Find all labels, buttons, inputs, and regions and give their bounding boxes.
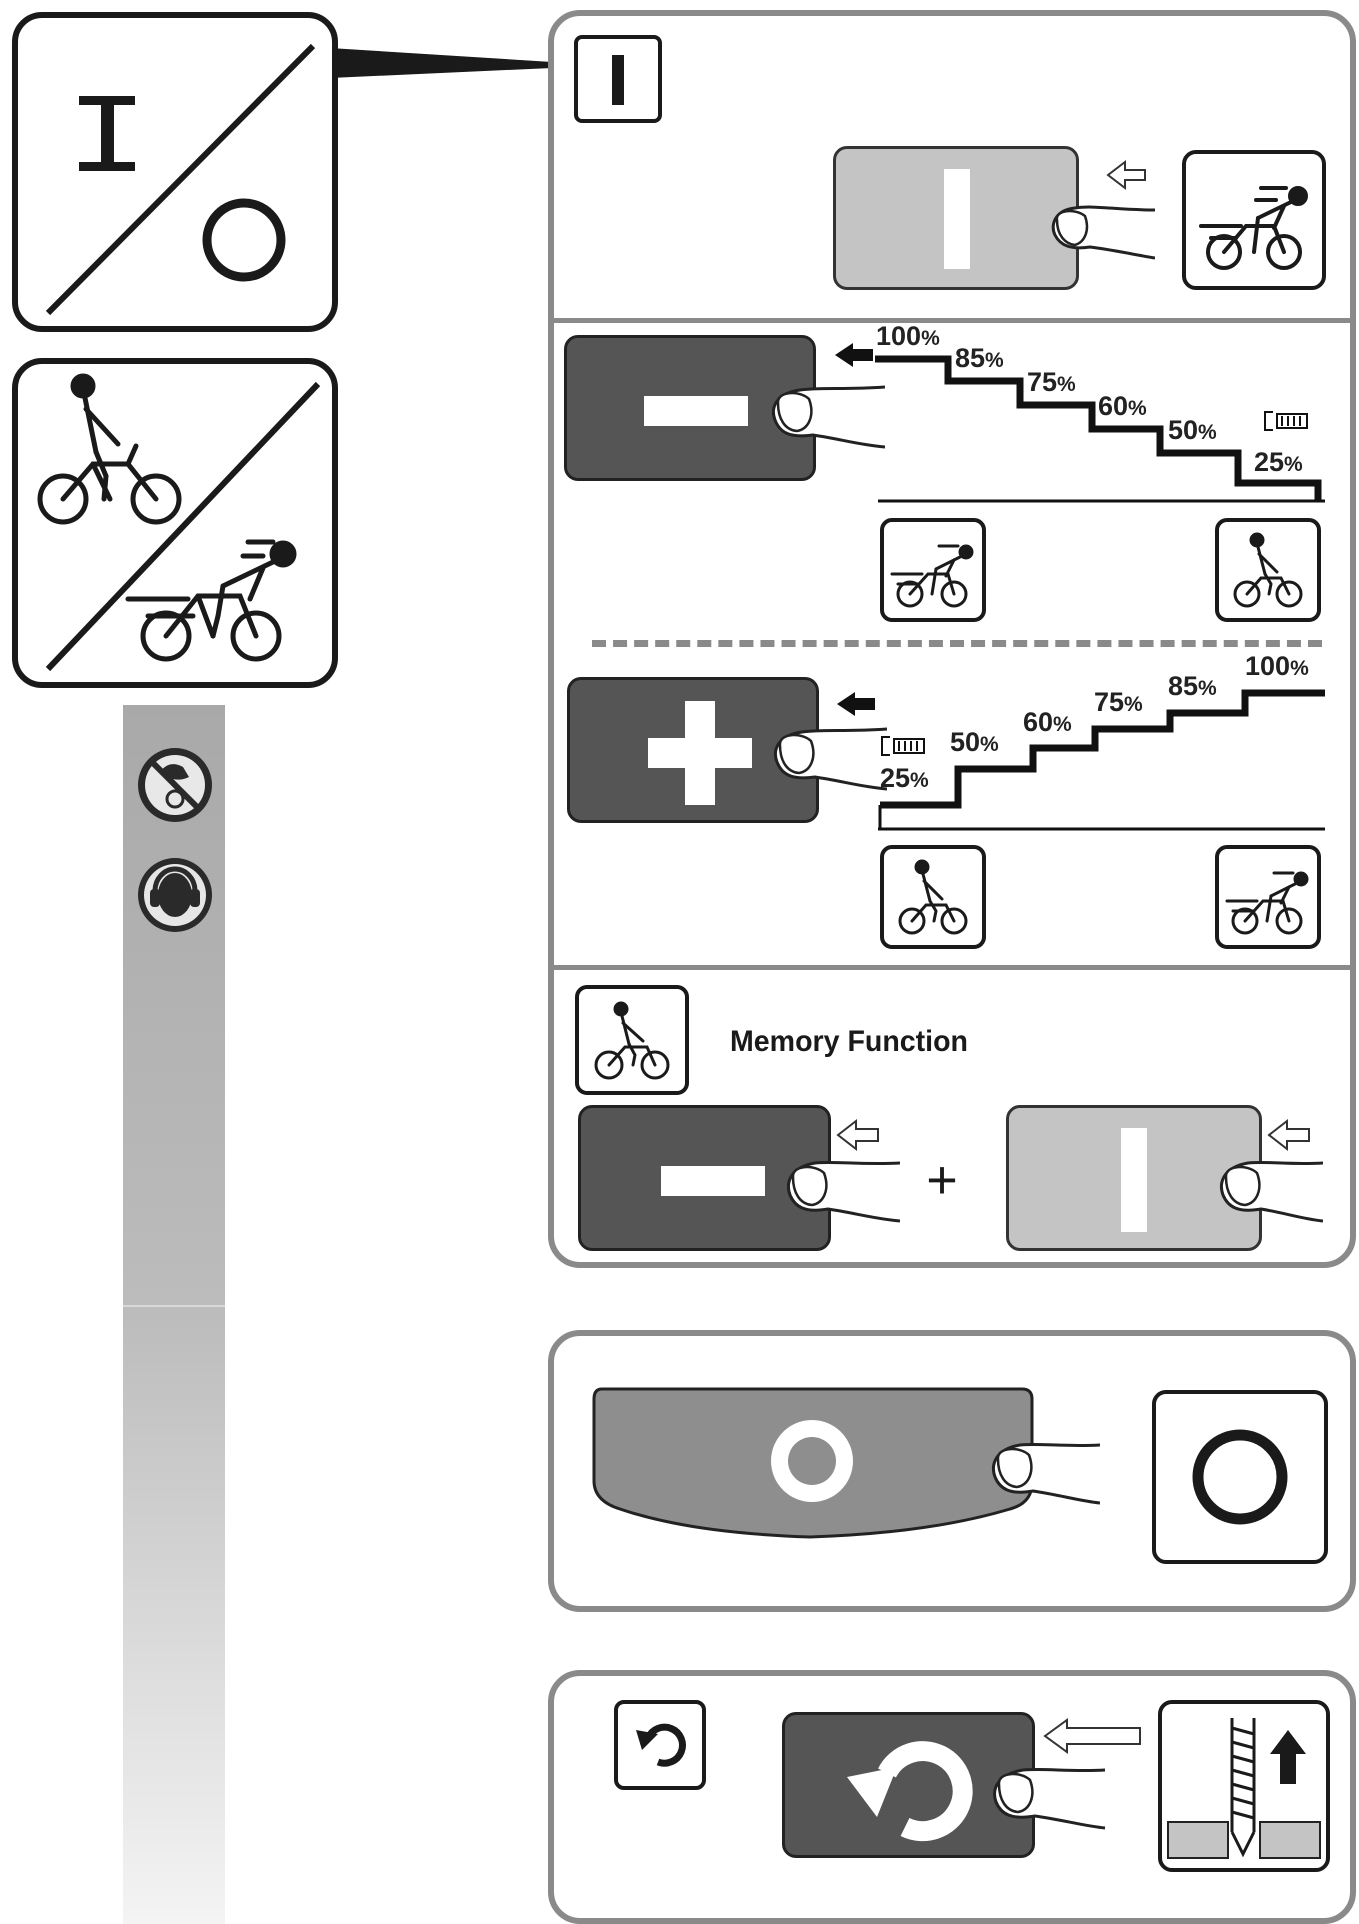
battery-low-icon (881, 736, 925, 756)
finger-press (774, 692, 887, 791)
bike-slow-icon (37, 373, 182, 525)
off-instruction-panel (548, 1330, 1356, 1612)
on-result-bike-fast-icon (1182, 150, 1326, 290)
off-button[interactable] (590, 1385, 1035, 1545)
off-symbol (202, 198, 286, 282)
dashed-divider (592, 640, 1322, 647)
side-bar (123, 705, 225, 1924)
step-label: 25% (880, 763, 929, 793)
minus-to-bike-slow-icon (1215, 518, 1321, 622)
on-corner-label (574, 35, 662, 123)
finger-press (787, 1118, 900, 1223)
off-result-label (1152, 1390, 1328, 1564)
step-label: 75% (1027, 367, 1076, 397)
step-label: 85% (1168, 671, 1217, 701)
svg-text:Memory Function: Memory Function (730, 1025, 968, 1058)
step-label: 25% (1254, 447, 1303, 477)
bike-fast-icon (125, 539, 297, 662)
speed-decrease-staircase: 100% 85% 75% 60% 50% 25% (875, 321, 1325, 503)
minus-from-bike-fast-icon (880, 518, 986, 622)
step-label: 100% (1245, 651, 1309, 681)
section-divider (554, 318, 1350, 323)
on-button[interactable] (833, 146, 1079, 290)
step-label: 50% (950, 727, 999, 757)
speed-increase-staircase: 25% 50% 60% 75% 85% 100% (878, 651, 1325, 831)
memory-bike-slow-icon (575, 985, 689, 1095)
step-label: 60% (1098, 391, 1147, 421)
battery-low-icon (1264, 411, 1308, 431)
bike-slow-fast-icon (12, 358, 338, 688)
finger-press (993, 1718, 1141, 1830)
plus-from-bike-slow-icon (880, 845, 986, 949)
step-label: 75% (1094, 687, 1143, 717)
on-symbol (79, 96, 135, 171)
plus-to-bike-fast-icon (1215, 845, 1321, 949)
screw-out-icon (1158, 1700, 1330, 1872)
reverse-button[interactable] (782, 1712, 1035, 1858)
finger-press (1051, 159, 1155, 260)
reverse-rotation-icon (614, 1700, 706, 1790)
step-label: 50% (1168, 415, 1217, 445)
callout-pointer (330, 48, 552, 78)
finger-press (1220, 1118, 1323, 1223)
no-hand-contact-rotating-icon (138, 748, 212, 822)
bar-divider (123, 1305, 225, 1307)
step-label: 100% (876, 321, 940, 351)
svg-text:+: + (926, 1152, 958, 1210)
main-instruction-panel (548, 10, 1356, 1268)
step-label: 60% (1023, 707, 1072, 737)
memory-plus-sign: + (926, 1152, 958, 1210)
memory-on-button[interactable] (1006, 1105, 1262, 1251)
finger-press (772, 343, 885, 449)
step-label: 85% (955, 343, 1004, 373)
power-on-off-icon (12, 12, 338, 332)
reverse-instruction-panel (548, 1670, 1356, 1924)
finger-press (992, 1442, 1100, 1505)
wear-ear-protection-icon (138, 858, 212, 932)
section-divider (554, 965, 1350, 970)
memory-function-title: Memory Function (730, 1025, 968, 1058)
